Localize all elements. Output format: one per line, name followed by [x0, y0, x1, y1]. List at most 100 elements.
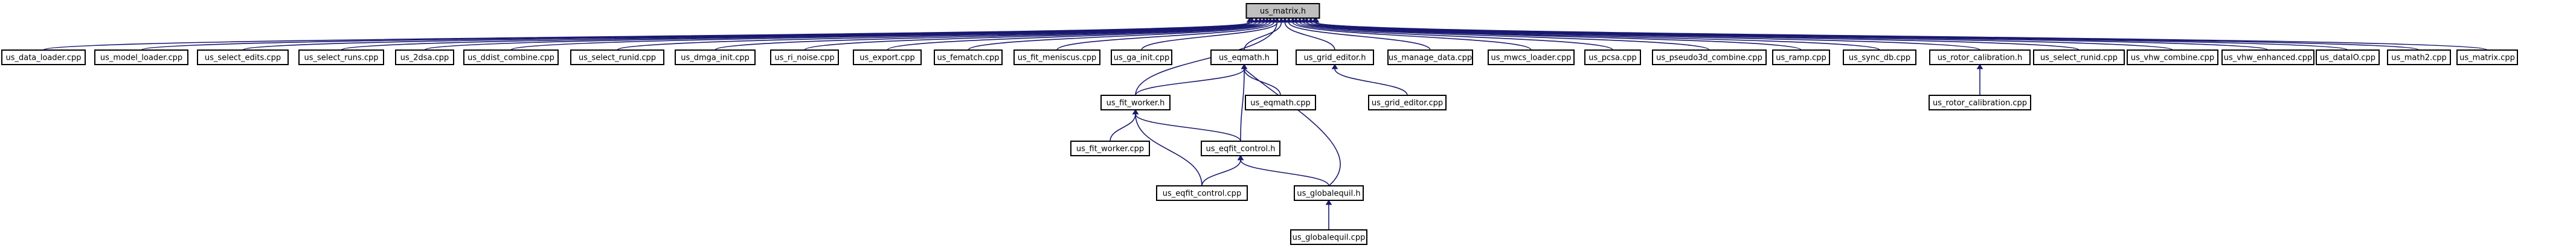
node-label: us_matrix.cpp — [2459, 54, 2515, 63]
node-box — [1652, 49, 1767, 65]
node-box — [1156, 185, 1248, 201]
graph-node[interactable]: us_fematch.cpp — [934, 49, 1003, 65]
graph-node[interactable]: us_ramp.cpp — [1772, 49, 1830, 65]
graph-node[interactable]: us_math2.cpp — [2387, 49, 2451, 65]
node-label: us_select_edits.cpp — [205, 54, 281, 63]
node-label: us_eqfit_control.cpp — [1163, 189, 1241, 199]
graph-node[interactable]: us_fit_meniscus.cpp — [1013, 49, 1100, 65]
graph-node[interactable]: us_2dsa.cpp — [395, 49, 454, 65]
node-label: us_ri_noise.cpp — [774, 54, 834, 63]
dependency-edge-30 — [1244, 68, 1281, 96]
node-box — [853, 49, 922, 65]
node-box — [2316, 49, 2380, 65]
node-label: us_globalequil.cpp — [1293, 234, 1366, 243]
dependency-edge-8 — [804, 22, 1265, 51]
graph-node[interactable]: us_fit_worker.h — [1100, 95, 1171, 110]
node-label: us_fit_worker.cpp — [1076, 145, 1144, 154]
arrowhead-32 — [1241, 64, 1248, 69]
dependency-edge-38 — [1201, 159, 1241, 186]
dependency-edge-9 — [887, 22, 1268, 51]
graph-node[interactable]: us_eqfit_control.cpp — [1156, 185, 1248, 201]
dependency-edge-17 — [1292, 22, 1532, 51]
dependency-edge-5 — [510, 22, 1253, 51]
node-box — [1929, 95, 2031, 110]
graph-node[interactable]: us_dataIO.cpp — [2316, 49, 2380, 65]
graph-node[interactable]: us_eqfit_control.h — [1201, 141, 1280, 156]
node-label: us_fematch.cpp — [937, 54, 1000, 63]
node-box — [1843, 49, 1916, 65]
graph-node[interactable]: us_select_edits.cpp — [197, 49, 289, 65]
node-box — [2127, 49, 2218, 65]
node-label: us_grid_editor.h — [1304, 54, 1366, 63]
graph-node[interactable]: us_ddist_combine.cpp — [463, 49, 559, 65]
graph-node[interactable]: us_mwcs_loader.cpp — [1488, 49, 1575, 65]
graph-node[interactable]: us_grid_editor.h — [1296, 49, 1374, 65]
root-node[interactable]: us_matrix.h — [1245, 3, 1320, 19]
node-label: us_sync_db.cpp — [1849, 54, 1910, 63]
graph-node[interactable]: us_ri_noise.cpp — [770, 49, 839, 65]
graph-node[interactable]: us_rotor_calibration.h — [1929, 49, 2031, 65]
graph-node[interactable]: us_manage_data.cpp — [1387, 49, 1473, 65]
node-box — [197, 49, 289, 65]
graph-node[interactable]: us_globalequil.cpp — [1290, 229, 1367, 245]
graph-node[interactable]: us_grid_editor.cpp — [1368, 95, 1447, 110]
arrowhead-16 — [1285, 17, 1293, 23]
dependency-edge-39 — [1240, 159, 1329, 186]
node-box — [298, 49, 384, 65]
graph-node[interactable]: us_export.cpp — [853, 49, 922, 65]
dependency-edge-36 — [1135, 113, 1241, 142]
node-label: us_pseudo3d_combine.cpp — [1656, 54, 1762, 63]
graph-node[interactable]: us_data_loader.cpp — [1, 49, 86, 65]
node-label: us_eqmath.h — [1219, 54, 1270, 63]
node-label: us_model_loader.cpp — [100, 54, 182, 63]
graph-node[interactable]: us_model_loader.cpp — [94, 49, 188, 65]
arrowhead-40 — [1325, 200, 1332, 205]
graph-node[interactable]: us_matrix.cpp — [2456, 49, 2518, 65]
node-label: us_grid_editor.cpp — [1372, 99, 1443, 108]
graph-node[interactable]: us_sync_db.cpp — [1843, 49, 1916, 65]
graph-node[interactable]: us_rotor_calibration.cpp — [1929, 95, 2031, 110]
node-box — [1, 49, 86, 65]
arrowhead-5 — [1248, 17, 1256, 23]
graph-node[interactable]: us_ga_init.cpp — [1111, 49, 1172, 65]
node-label: us_select_runid.cpp — [579, 54, 656, 63]
node-box — [1387, 49, 1473, 65]
dependency-edge-22 — [1310, 22, 1980, 51]
dependency-edge-33 — [1334, 68, 1408, 96]
node-box — [1201, 141, 1280, 156]
graph-node[interactable]: us_fit_worker.cpp — [1070, 141, 1150, 156]
arrowhead-6 — [1253, 17, 1260, 23]
graph-node[interactable]: us_eqmath.cpp — [1245, 95, 1316, 110]
node-label: us_fit_worker.h — [1107, 99, 1165, 108]
graph-node[interactable]: us_eqmath.h — [1210, 49, 1278, 65]
dependency-edge-7 — [715, 22, 1261, 51]
arrowhead-33 — [1331, 64, 1338, 69]
dependency-edge-19 — [1299, 22, 1710, 51]
graph-node[interactable]: us_pcsa.cpp — [1584, 49, 1641, 65]
graph-node[interactable]: us_vhw_enhanced.cpp — [2221, 49, 2314, 65]
arrowhead-18 — [1293, 17, 1300, 23]
arrowhead-13 — [1273, 17, 1280, 23]
node-box — [1070, 141, 1150, 156]
node-label: us_vhw_combine.cpp — [2131, 54, 2214, 63]
graph-node[interactable]: us_pseudo3d_combine.cpp — [1652, 49, 1767, 65]
dependency-edge-2 — [242, 22, 1250, 51]
graph-node[interactable]: us_dmga_init.cpp — [675, 49, 756, 65]
node-box — [1772, 49, 1830, 65]
node-box — [1210, 49, 1278, 65]
node-box — [1245, 95, 1316, 110]
arrowhead-22 — [1307, 17, 1314, 23]
node-box — [1290, 229, 1367, 245]
graph-node[interactable]: us_vhw_combine.cpp — [2127, 49, 2218, 65]
node-box — [1368, 95, 1447, 110]
node-label: us_math2.cpp — [2391, 54, 2447, 63]
graph-node[interactable]: us_globalequil.h — [1294, 185, 1364, 201]
arrowhead-39 — [1237, 155, 1244, 161]
graph-node[interactable]: us_select_runs.cpp — [298, 49, 384, 65]
node-box — [675, 49, 756, 65]
dependency-edge-32 — [1244, 68, 1341, 186]
graph-node[interactable]: us_select_runid.cpp — [570, 49, 664, 65]
node-box — [463, 49, 559, 65]
graph-node[interactable]: us_select_runid.cpp — [2033, 49, 2125, 65]
